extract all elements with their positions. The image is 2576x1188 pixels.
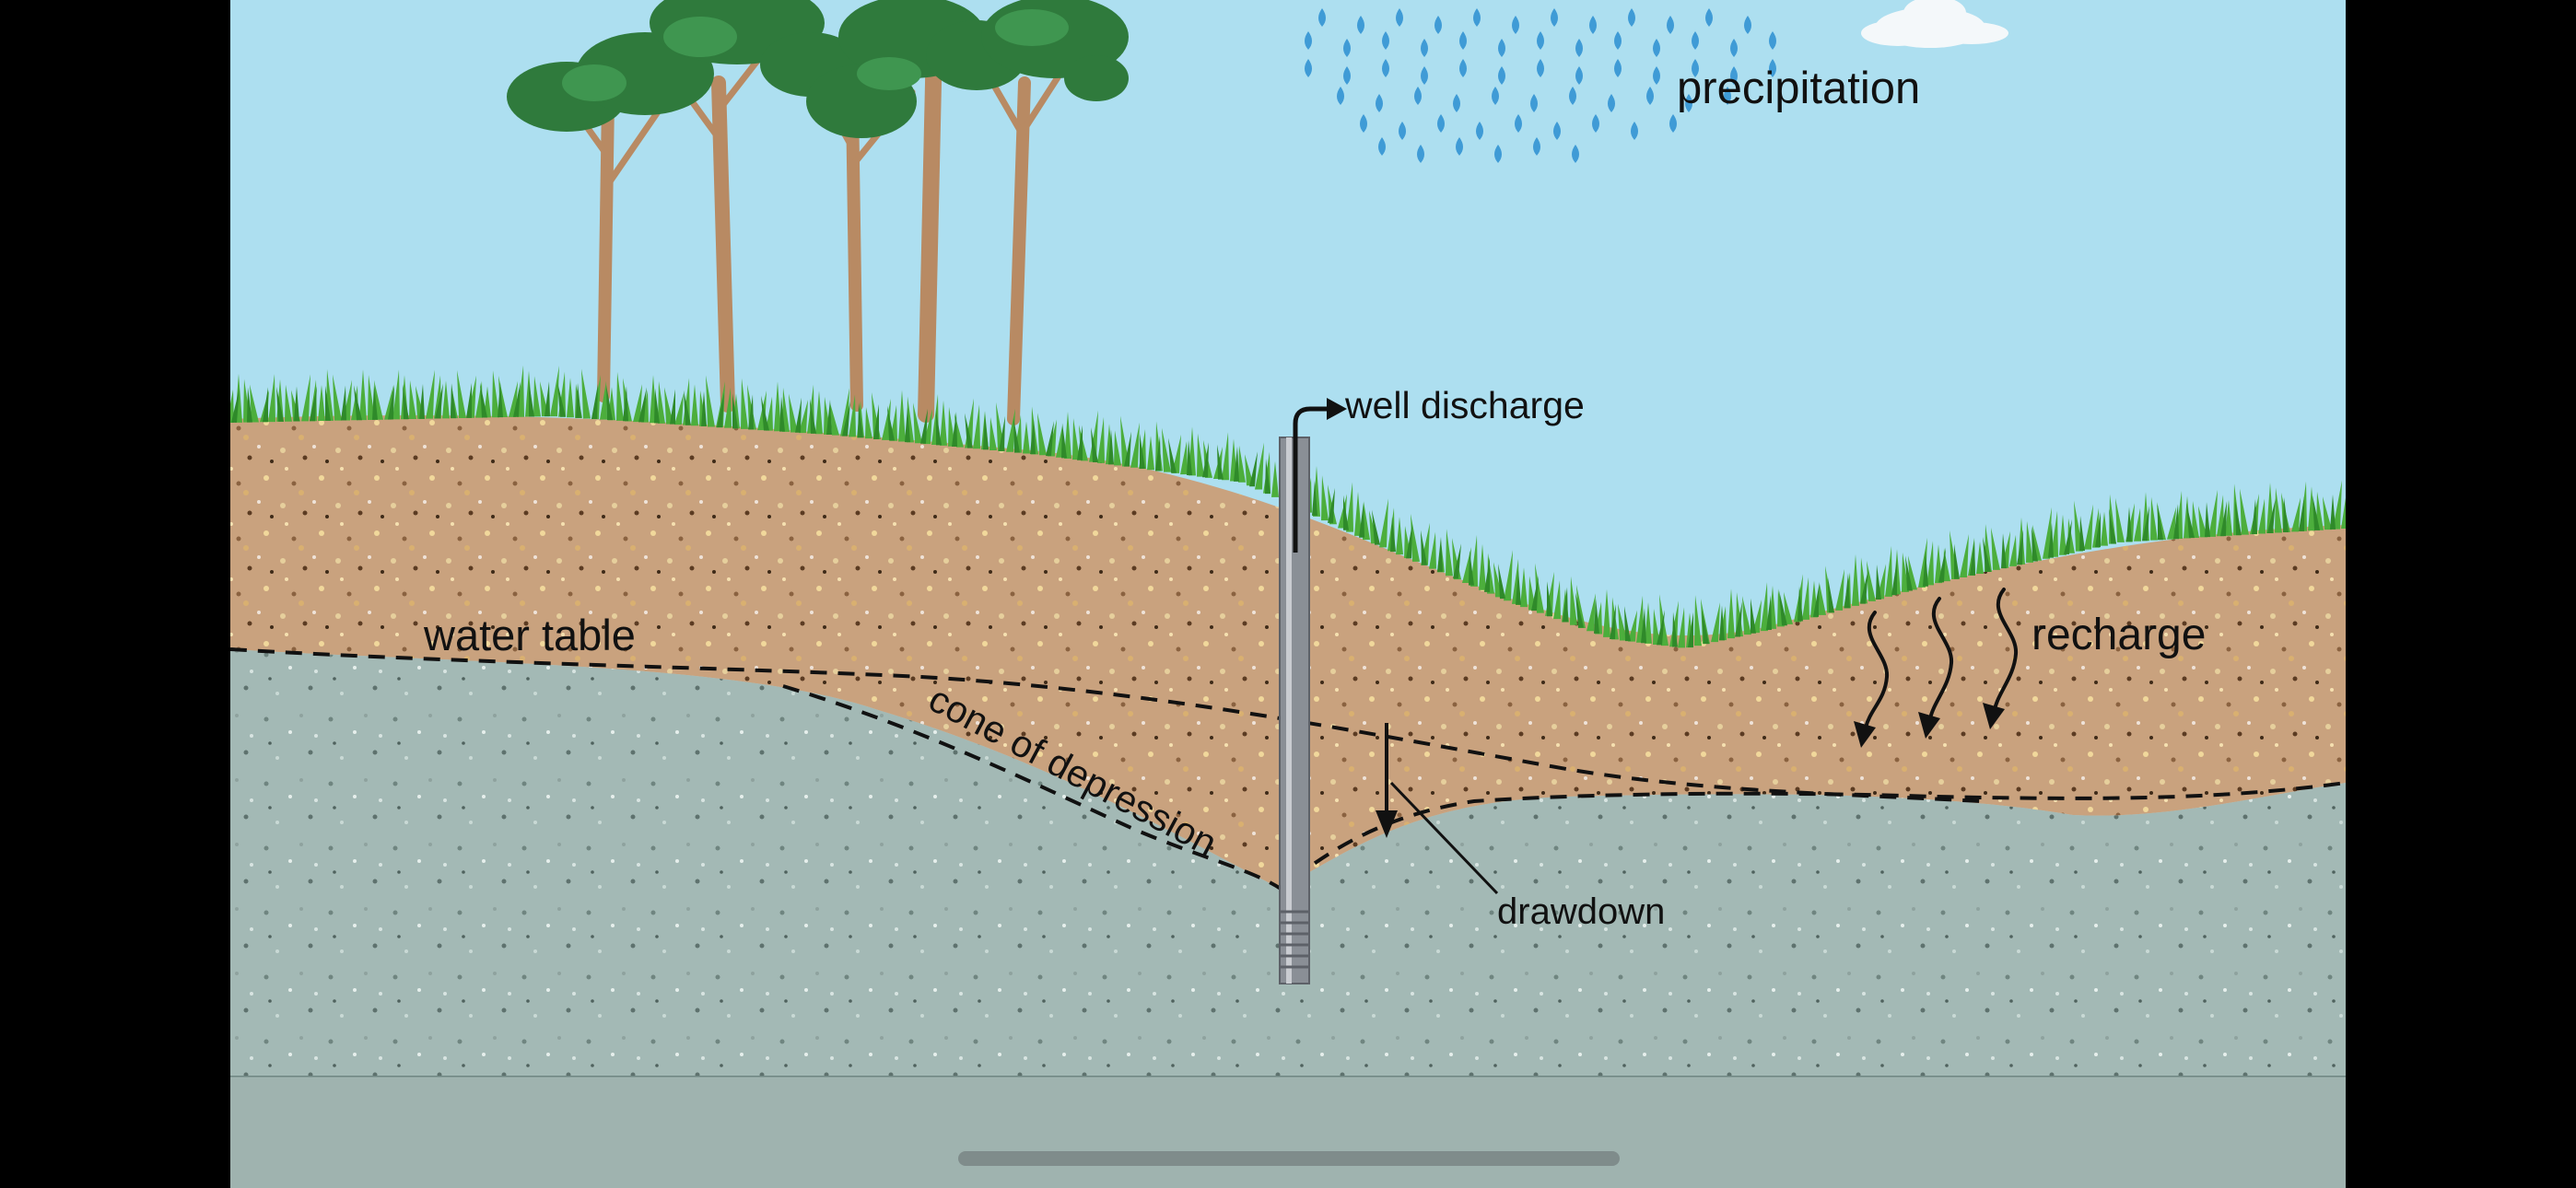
raindrop (1537, 59, 1544, 77)
raindrop (1730, 66, 1738, 85)
raindrop (1399, 122, 1406, 140)
recharge-arrowheads (1854, 703, 2005, 748)
raindrop (1476, 122, 1483, 140)
raindrop (1530, 94, 1538, 112)
raindrop (1305, 59, 1312, 77)
raindrop (1589, 16, 1597, 34)
raindrop (1608, 94, 1615, 112)
raindrop (1653, 39, 1660, 57)
raindrop (1414, 87, 1422, 105)
raindrop (1669, 114, 1677, 133)
drawdown-arrow (1376, 723, 1499, 895)
raindrop (1769, 59, 1776, 77)
raindrop (1692, 31, 1699, 50)
raindrop (1337, 87, 1344, 105)
trees-icon (507, 0, 1129, 425)
raindrop (1553, 122, 1561, 140)
recharge-label: recharge (2032, 611, 2206, 659)
raindrop (1667, 16, 1674, 34)
raindrop (1744, 16, 1751, 34)
raindrop (1378, 137, 1386, 156)
raindrop (1376, 94, 1383, 112)
raindrop (1318, 8, 1326, 27)
drawdown-label: drawdown (1497, 891, 1665, 932)
raindrop (1494, 145, 1502, 163)
raindrop (1685, 94, 1692, 112)
raindrop (1569, 87, 1576, 105)
cone-of-depression-line (782, 684, 2346, 891)
raindrop (1473, 8, 1481, 27)
raindrop (1730, 39, 1738, 57)
raindrop (1705, 8, 1713, 27)
raindrop (1592, 114, 1599, 133)
raindrop (1357, 16, 1364, 34)
home-indicator[interactable] (958, 1151, 1620, 1166)
raindrop (1498, 66, 1505, 85)
raindrop (1614, 31, 1622, 50)
raindrop (1421, 66, 1428, 85)
raindrop (1533, 137, 1540, 156)
raindrop (1537, 31, 1544, 50)
raindrop (1396, 8, 1403, 27)
left-letterbox (0, 0, 230, 1188)
rain-drops-icon (1305, 8, 1776, 163)
raindrop (1653, 66, 1660, 85)
raindrop (1572, 145, 1579, 163)
raindrop (1692, 59, 1699, 77)
raindrop (1453, 94, 1460, 112)
raindrop (1434, 16, 1442, 34)
raindrop (1551, 8, 1558, 27)
raindrop (1343, 39, 1351, 57)
raindrop (1382, 59, 1389, 77)
well-discharge-label: well discharge (1344, 384, 1585, 426)
raindrop (1421, 39, 1428, 57)
raindrop (1417, 145, 1424, 163)
water-table-label: water table (423, 611, 636, 659)
raindrop (1724, 87, 1731, 105)
raindrop (1492, 87, 1499, 105)
raindrop (1646, 87, 1654, 105)
recharge-arrows-icon (1864, 588, 2019, 729)
raindrop (1575, 66, 1583, 85)
raindrop (1614, 59, 1622, 77)
raindrop (1575, 39, 1583, 57)
raindrop (1459, 59, 1467, 77)
raindrop (1305, 31, 1312, 50)
raindrop (1498, 39, 1505, 57)
raindrop (1769, 31, 1776, 50)
right-letterbox (2346, 0, 2576, 1188)
water-table-line (230, 647, 1982, 803)
raindrop (1459, 31, 1467, 50)
raindrop (1382, 31, 1389, 50)
raindrop (1515, 114, 1522, 133)
raindrop (1360, 114, 1367, 133)
raindrop (1343, 66, 1351, 85)
cloud-icon (1861, 0, 2008, 48)
bedrock (230, 1076, 2346, 1188)
raindrop (1631, 122, 1638, 140)
precipitation-label: precipitation (1677, 64, 1920, 113)
raindrop (1456, 137, 1463, 156)
raindrop (1437, 114, 1445, 133)
raindrop (1628, 8, 1635, 27)
well-icon (1279, 398, 1347, 984)
raindrop (1512, 16, 1519, 34)
